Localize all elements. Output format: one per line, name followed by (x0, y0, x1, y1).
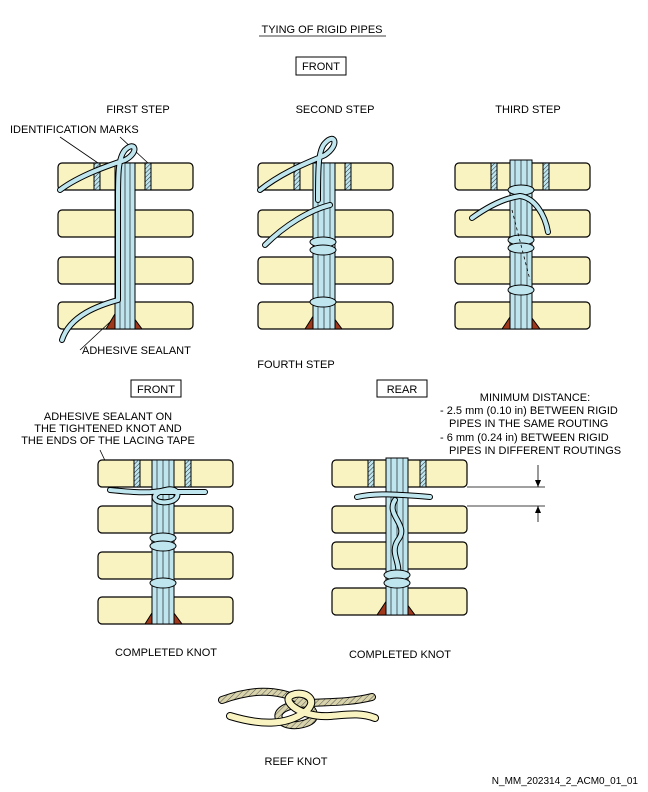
min-distance-line-1: - 2.5 mm (0.10 in) BETWEEN RIGID (440, 405, 618, 417)
fourth-step-label: FOURTH STEP (257, 359, 334, 371)
reference-code: N_MM_202314_2_ACM0_01_01 (492, 776, 639, 787)
rear-label: REAR (387, 384, 418, 396)
first-step-figure (57, 143, 194, 343)
sealant-note-line-2: THE TIGHTENED KNOT AND (34, 423, 182, 435)
completed-knot-front-label: COMPLETED KNOT (115, 647, 217, 659)
reef-knot-figure (218, 687, 379, 730)
adhesive-sealant-label: ADHESIVE SEALANT (82, 345, 191, 357)
page-title: TYING OF RIGID PIPES (261, 24, 382, 36)
completed-knot-rear-label: COMPLETED KNOT (349, 649, 451, 661)
minimum-distance-dimension (467, 465, 545, 522)
front-view-box (295, 56, 347, 76)
min-distance-heading: MINIMUM DISTANCE: (480, 392, 590, 404)
reef-knot-label: REEF KNOT (265, 756, 328, 768)
third-step-figure (454, 159, 591, 330)
completed-knot-rear-figure (331, 457, 468, 616)
adhesive-sealant-leader (79, 321, 111, 351)
front-view-label: FRONT (302, 61, 340, 73)
min-distance-line-4: PIPES IN DIFFERENT ROUTINGS (449, 445, 621, 457)
identification-marks-leader-1 (59, 136, 99, 164)
second-step-figure (257, 135, 394, 330)
front-box (130, 379, 182, 398)
rear-box (376, 379, 428, 398)
completed-knot-front-figure (97, 459, 234, 625)
identification-marks-label: IDENTIFICATION MARKS (10, 124, 139, 136)
min-distance-line-3: - 6 mm (0.24 in) BETWEEN RIGID (440, 432, 609, 444)
sealant-note-line-3: THE ENDS OF THE LACING TAPE (21, 435, 195, 447)
first-step-label: FIRST STEP (106, 104, 169, 116)
third-step-label: THIRD STEP (495, 104, 560, 116)
sealant-note-line-1: ADHESIVE SEALANT ON (44, 411, 172, 423)
front-label: FRONT (137, 384, 175, 396)
min-distance-line-2: PIPES IN THE SAME ROUTING (449, 418, 608, 430)
second-step-label: SECOND STEP (296, 104, 375, 116)
